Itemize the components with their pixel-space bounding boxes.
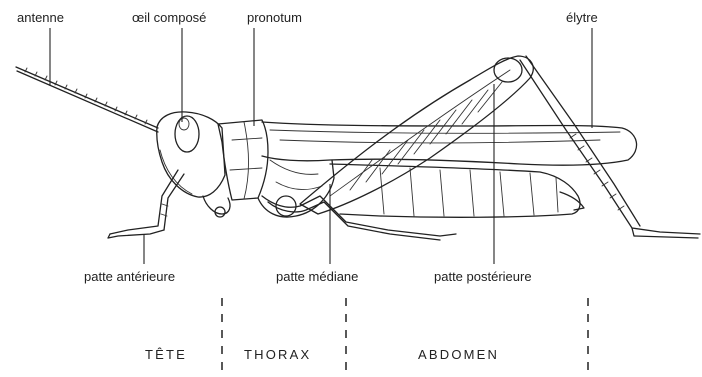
pronotum-shape — [218, 120, 268, 200]
middle-leg-label: patte médiane — [276, 269, 358, 284]
hind-leg-femur-shape — [300, 56, 533, 214]
hind-leg-label: patte postérieure — [434, 269, 532, 284]
antenna-label: antenne — [17, 10, 64, 25]
compound-eye-label: œil composé — [132, 10, 206, 25]
hind-leg-tibia-shape — [520, 56, 700, 238]
part-labels: antenne œil composé pronotum élytre patt… — [17, 10, 598, 284]
section-dividers — [222, 298, 588, 377]
abdomen-shape — [330, 164, 584, 217]
thorax-section-label: THORAX — [244, 347, 311, 362]
middle-leg-shape — [262, 196, 456, 240]
antenna-shape — [16, 67, 158, 132]
elytra-label: élytre — [566, 10, 598, 25]
abdomen-section-label: ABDOMEN — [418, 347, 499, 362]
grasshopper-illustration — [16, 56, 700, 240]
pronotum-label: pronotum — [247, 10, 302, 25]
head-section-label: TÊTE — [145, 347, 187, 362]
section-labels: TÊTE THORAX ABDOMEN — [145, 347, 499, 362]
leader-lines — [50, 28, 592, 264]
front-leg-label: patte antérieure — [84, 269, 175, 284]
